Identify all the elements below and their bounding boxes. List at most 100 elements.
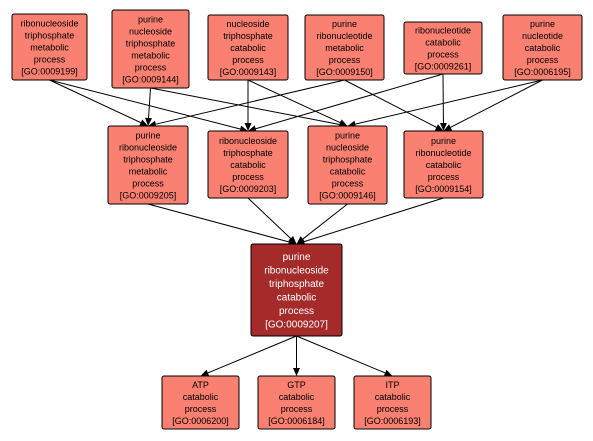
- node-label-line: purine: [335, 130, 360, 140]
- node-label-line: process: [279, 306, 314, 317]
- node-label-line: catabolic: [375, 392, 411, 402]
- node-box: [207, 130, 289, 199]
- node-box: [161, 375, 240, 430]
- node-label-line: ribonucleoside: [219, 136, 277, 146]
- edge-arrow: [244, 80, 252, 131]
- focus-term-node[interactable]: purine ribonucleoside triphosphate cataboli…: [250, 243, 343, 337]
- node-label-line: triphosphate: [269, 279, 324, 290]
- node-label-line: process: [329, 55, 361, 65]
- node-label-line: catabolic: [426, 160, 462, 170]
- node-go-id: [GO:0009146]: [319, 190, 376, 200]
- edge-arrow: [439, 73, 447, 131]
- go-term-node[interactable]: ITP catabolic process [GO:0006193]: [353, 375, 432, 430]
- node-box: [353, 375, 432, 430]
- arrowhead-icon: [338, 119, 348, 126]
- node-label-line: triphosphate: [323, 154, 373, 164]
- node-label-line: process: [377, 404, 409, 414]
- node-label-line: ITP: [385, 380, 399, 390]
- node-label-line: process: [34, 54, 66, 64]
- node-box: [107, 125, 189, 205]
- node-label-line: purine: [138, 14, 163, 24]
- node-go-id: [GO:0009154]: [415, 184, 472, 194]
- edge-arrow: [296, 197, 444, 245]
- node-go-id: [GO:0009207]: [265, 320, 328, 331]
- node-label-line: purine: [431, 136, 456, 146]
- node-label-line: ribonucleoside: [264, 266, 329, 277]
- arrowhead-icon: [293, 368, 300, 376]
- edge-line: [247, 79, 341, 124]
- node-label-line: nucleoside: [326, 142, 369, 152]
- node-label-line: process: [232, 172, 264, 182]
- node-box: [403, 130, 484, 199]
- edge-arrow: [443, 79, 543, 131]
- go-term-node[interactable]: purineribonucleosidetriphosphatemetaboli…: [107, 125, 189, 205]
- node-label-line: catabolic: [525, 43, 561, 53]
- node-box: [403, 21, 483, 75]
- node-go-id: [GO:0006184]: [268, 416, 325, 426]
- node-label-line: triphosphate: [126, 38, 176, 48]
- node-label-line: catabolic: [277, 293, 316, 304]
- node-label-line: triphosphate: [223, 148, 273, 158]
- node-go-id: [GO:0009143]: [220, 67, 277, 77]
- edge-arrow: [147, 203, 297, 246]
- go-term-node[interactable]: ribonucleotidecatabolicprocess[GO:000926…: [403, 21, 483, 75]
- node-label-line: metabolic: [325, 43, 364, 53]
- arrowhead-icon: [443, 124, 453, 131]
- node-label-line: process: [428, 172, 460, 182]
- go-term-node[interactable]: purine nucleoside triphosphate catabolic pro…: [307, 125, 388, 205]
- node-label-line: GTP: [287, 380, 306, 390]
- node-label-line: purine: [332, 19, 357, 29]
- node-label-line: catabolic: [230, 43, 266, 53]
- node-go-id: [GO:0009261]: [415, 61, 472, 71]
- node-label-line: catabolic: [279, 392, 315, 402]
- go-term-node[interactable]: nucleosidetriphosphatecatabolicprocess[G…: [207, 14, 289, 81]
- go-term-node[interactable]: ribonucleoside triphosphate catabolic proce…: [207, 130, 289, 199]
- go-term-node[interactable]: purinenucleotidecatabolicprocess[GO:0006…: [502, 14, 583, 81]
- node-label-line: purine: [135, 130, 160, 140]
- node-go-id: [GO:0009199]: [21, 66, 78, 76]
- edge-line: [450, 79, 543, 128]
- node-label-line: process: [332, 178, 364, 188]
- edge-arrow: [145, 87, 153, 126]
- node-go-id: [GO:0006193]: [364, 416, 421, 426]
- node-label-line: purine: [530, 19, 555, 29]
- edge-arrow: [247, 197, 297, 244]
- node-label-line: nucleotide: [522, 31, 563, 41]
- go-term-node[interactable]: purineribonucleotidemetabolicprocess[GO:…: [304, 14, 385, 81]
- node-label-line: ribonucleoside: [20, 18, 78, 28]
- arrowhead-icon: [296, 238, 306, 245]
- node-go-id: [GO:0009144]: [122, 74, 179, 84]
- arrowhead-icon: [200, 369, 210, 377]
- edge-line: [344, 79, 437, 128]
- edge-line: [155, 79, 345, 125]
- node-label-line: catabolic: [330, 166, 366, 176]
- node-label-line: ribonucleotide: [415, 148, 471, 158]
- go-term-node[interactable]: ribonucleosidetriphosphatemetabolicproce…: [11, 13, 88, 81]
- node-label-line: process: [427, 49, 459, 59]
- edge-arrow: [49, 79, 148, 126]
- edge-line: [303, 197, 444, 243]
- arrowhead-icon: [244, 123, 252, 131]
- node-label-line: catabolic: [230, 160, 266, 170]
- arrowhead-icon: [383, 369, 393, 377]
- go-term-node[interactable]: purinenucleosidetriphosphatemetabolicpro…: [111, 9, 190, 89]
- node-box: [11, 13, 88, 81]
- node-layer: ribonucleoside triphosphate metabolic proce…: [11, 9, 583, 430]
- go-term-node[interactable]: purine ribonucleotide catabolic process [GO:…: [403, 130, 484, 199]
- edge-arrow: [293, 336, 300, 376]
- arrowhead-icon: [434, 124, 444, 131]
- node-label-line: ribonucleotide: [316, 31, 372, 41]
- edge-line: [247, 197, 292, 239]
- node-label-line: purine: [283, 252, 311, 263]
- node-label-line: catabolic: [425, 37, 461, 47]
- arrowhead-icon: [145, 117, 153, 126]
- edge-arrow: [248, 73, 444, 133]
- node-label-line: triphosphate: [223, 31, 273, 41]
- arrowhead-icon: [288, 235, 297, 244]
- node-box: [502, 14, 583, 81]
- arrowhead-icon: [139, 119, 148, 126]
- node-label-line: metabolic: [129, 166, 168, 176]
